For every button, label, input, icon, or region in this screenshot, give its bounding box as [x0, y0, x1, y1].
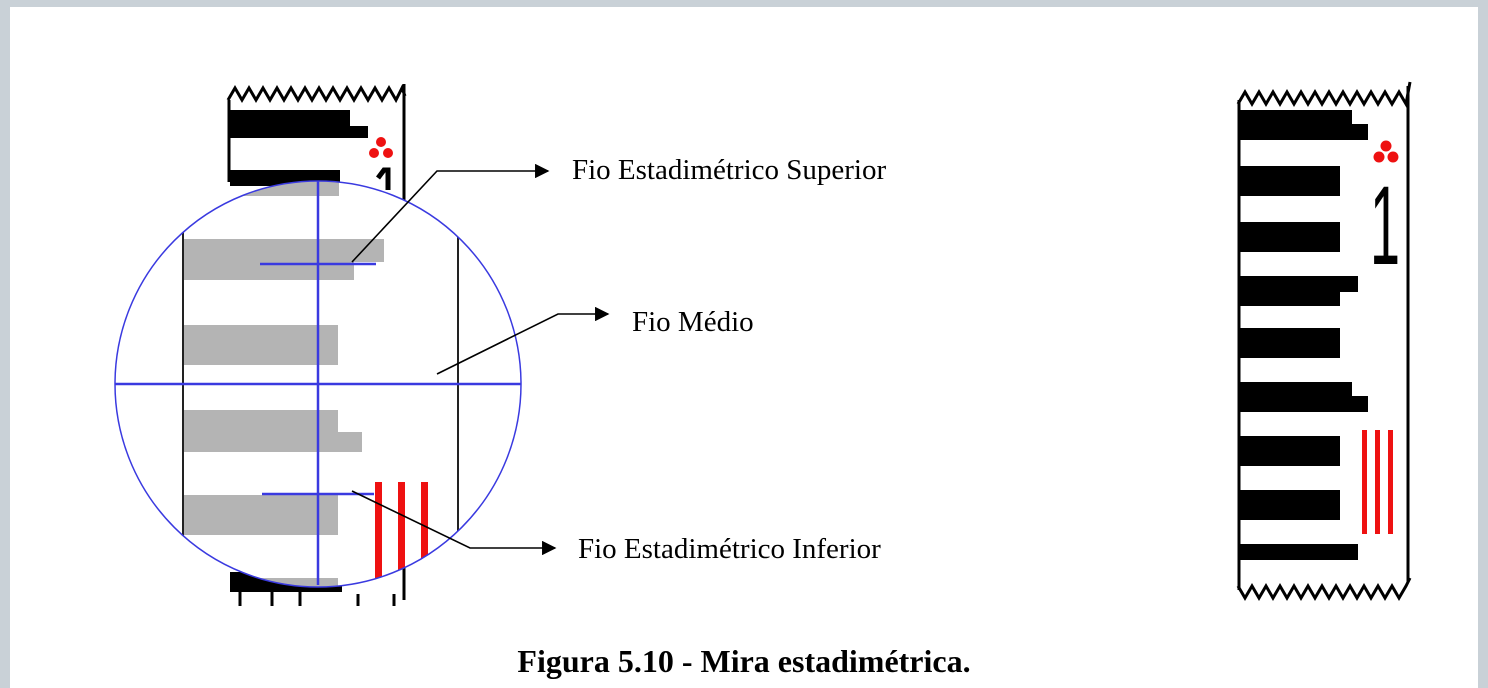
leveling-staff-icon: 1 — [1236, 81, 1412, 601]
staff-graduation-black — [1240, 292, 1340, 306]
staff-graduation-black — [1240, 110, 1352, 124]
arrow-lower-wire — [351, 490, 557, 556]
staff-graduation-black — [1240, 396, 1368, 412]
arrow-middle-wire — [436, 306, 610, 375]
staff-graduation-black — [230, 110, 350, 126]
red-dot-marker — [383, 148, 393, 158]
red-graduation-bar — [1362, 430, 1367, 534]
staff-graduation-black — [1240, 166, 1340, 196]
label-middle-wire: Fio Médio — [632, 306, 754, 338]
staff-graduation-black — [1240, 124, 1368, 140]
telescope-view-staff — [114, 84, 522, 606]
staff-graduation-black — [230, 126, 368, 138]
staff-graduation-black — [1240, 276, 1358, 292]
red-graduation-bar — [421, 482, 428, 582]
telescope-lens-outline — [114, 180, 522, 588]
staff-graduation-black — [1240, 544, 1358, 560]
staff-graduation-black — [1240, 222, 1340, 252]
label-lower-stadia-wire: Fio Estadimétrico Inferior — [578, 533, 881, 565]
lens-graduation-gray — [184, 325, 338, 365]
red-dot-marker — [1380, 140, 1392, 152]
staff-digit-partial — [376, 167, 391, 190]
lens-graduation-gray — [184, 432, 362, 452]
red-dot-marker — [369, 148, 379, 158]
red-graduation-bar — [1375, 430, 1380, 534]
lens-graduation-gray — [184, 262, 354, 280]
arrow-upper-wire — [351, 163, 550, 263]
staff-number: 1 — [1370, 163, 1400, 288]
label-upper-stadia-wire: Fio Estadimétrico Superior — [572, 154, 887, 186]
staff-graduation-black — [1240, 490, 1340, 520]
red-dot-marker — [376, 137, 386, 147]
red-graduation-bar — [1388, 430, 1393, 534]
red-dot-marker — [1387, 151, 1399, 163]
figure-caption: Figura 5.10 - Mira estadimétrica. — [517, 643, 971, 679]
staff-graduation-black — [1240, 436, 1340, 466]
staff-torn-top-edge — [1236, 81, 1412, 109]
red-graduation-bar — [398, 482, 405, 582]
lens-graduation-gray — [184, 239, 384, 262]
staff-graduation-black — [1240, 382, 1352, 396]
staff-graduation-black — [1240, 328, 1340, 358]
staff-torn-bottom-edge — [1236, 577, 1412, 601]
lens-graduation-gray — [184, 410, 338, 432]
red-dot-marker — [1373, 151, 1385, 163]
lens-graduation-gray — [184, 495, 338, 535]
staff-torn-top-edge — [226, 84, 407, 104]
red-graduation-bar — [375, 482, 382, 582]
